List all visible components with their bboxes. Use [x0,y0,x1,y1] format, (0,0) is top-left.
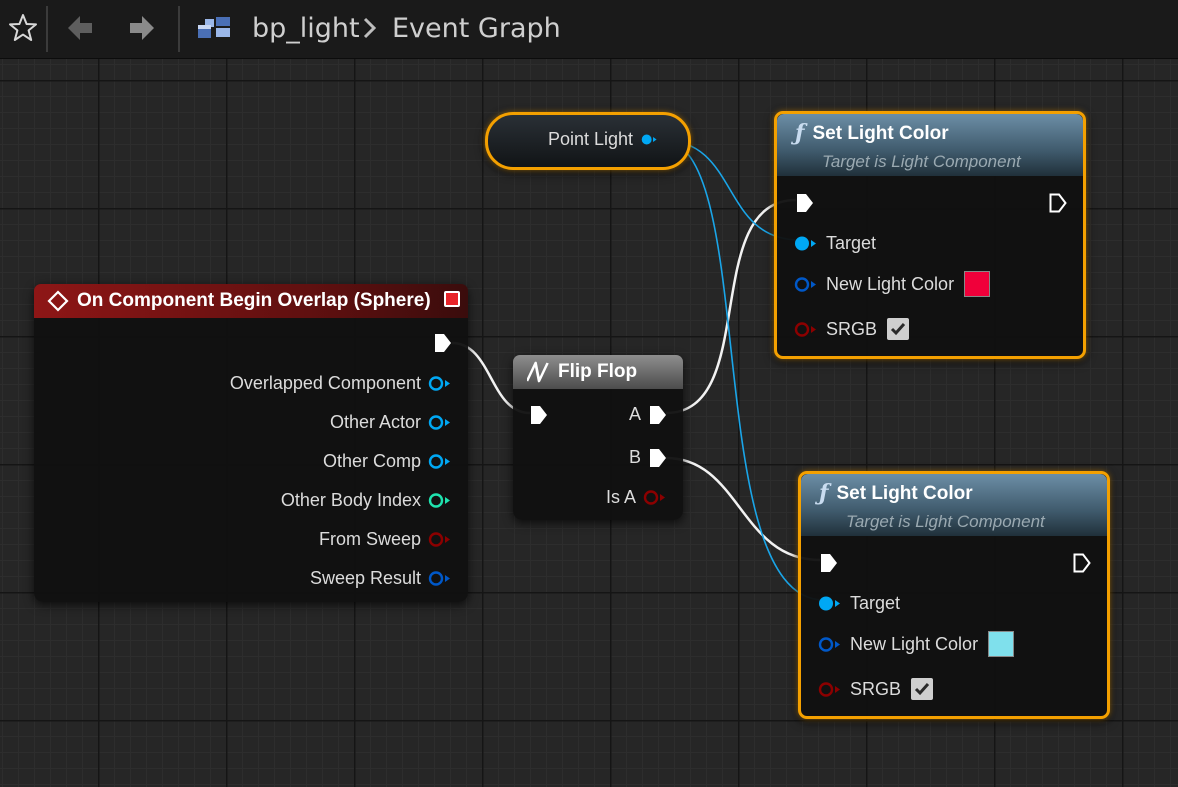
pin-srgb[interactable]: SRGB [794,318,910,340]
object-pin-icon[interactable] [428,453,452,470]
pin-target[interactable]: Target [794,233,876,254]
star-icon[interactable] [4,0,42,56]
flip-flop-node[interactable]: Flip Flop A B Is A [513,355,683,520]
object-pin-icon[interactable] [428,414,452,431]
breadcrumb-graph[interactable]: Event Graph [392,12,561,44]
exec-out-pin-icon[interactable] [649,448,667,468]
flip-flop-title: Flip Flop [558,361,638,382]
exec-in-pin-icon[interactable] [796,193,814,213]
exec-in-pin-icon[interactable] [820,553,838,573]
exec-out-pin-icon[interactable] [649,405,667,425]
event-diamond-icon [47,290,69,312]
pin-other-body-index[interactable]: Other Body Index [281,490,452,511]
exec-out-pin-icon[interactable] [1049,193,1067,213]
object-pin-icon[interactable] [428,375,452,392]
blueprint-icon [194,0,234,56]
set-light-color-node-2[interactable]: ƒ Set Light Color Target is Light Compon… [798,471,1110,719]
pin-b[interactable]: B [629,447,667,468]
function-icon: ƒ [795,120,805,146]
srgb-checkbox[interactable] [911,678,934,700]
set-light-color-1-title: Set Light Color [812,123,949,144]
pin-label: Is A [605,487,636,507]
pin-is-a[interactable]: Is A [606,487,667,508]
toolbar-divider [178,6,180,52]
set-light-color-2-title: Set Light Color [836,483,973,504]
pin-new-light-color[interactable]: New Light Color [794,271,991,297]
object-pin-icon[interactable] [641,131,658,148]
pin-label: Target [850,593,901,613]
exec-out-pin-icon[interactable] [1073,553,1091,573]
flipflop-icon [527,361,549,383]
pin-other-actor[interactable]: Other Actor [330,412,452,433]
set-light-color-2-header: ƒ Set Light Color [801,474,1107,536]
pin-label: Other Body Index [280,490,421,510]
pin-overlapped-component[interactable]: Overlapped Component [230,373,452,394]
point-light-pin-row: Point Light [548,129,658,150]
checkmark-icon [890,323,906,336]
bool-pin-icon[interactable] [643,489,667,506]
point-light-label: Point Light [548,129,634,149]
pin-from-sweep[interactable]: From Sweep [319,529,452,550]
pin-other-comp[interactable]: Other Comp [323,451,452,472]
forward-arrow-icon[interactable] [120,0,164,56]
pin-sweep-result[interactable]: Sweep Result [310,568,452,589]
object-pin-icon[interactable] [794,235,818,252]
flip-flop-header: Flip Flop [513,355,683,389]
back-arrow-icon[interactable] [58,0,102,56]
struct-pin-icon[interactable] [428,570,452,587]
set-light-color-1-header: ƒ Set Light Color [777,114,1083,176]
point-light-variable-node[interactable]: Point Light [485,112,691,170]
pin-label: New Light Color [826,273,955,294]
event-node-title: On Component Begin Overlap (Sphere) [77,290,431,311]
pin-target[interactable]: Target [818,593,900,614]
toolbar-divider [46,6,48,52]
pin-label: From Sweep [318,529,421,549]
delegate-icon[interactable] [444,291,460,307]
pin-label: New Light Color [850,633,979,654]
srgb-checkbox[interactable] [887,318,910,340]
pin-label: Other Actor [329,412,421,432]
pin-label: SRGB [850,678,902,699]
bool-pin-icon[interactable] [428,531,452,548]
color-swatch[interactable] [964,271,991,297]
color-swatch[interactable] [988,631,1015,657]
pin-label: A [628,404,641,424]
pin-srgb[interactable]: SRGB [818,678,934,700]
exec-wire [665,456,821,562]
pin-label: Overlapped Component [229,373,421,393]
pin-label: Sweep Result [309,568,421,588]
exec-out-pin-icon[interactable] [434,333,452,353]
checkmark-icon [914,683,930,696]
set-light-color-2-subtitle: Target is Light Component [846,512,1045,531]
struct-pin-icon[interactable] [818,636,842,653]
graph-toolbar: bp_light Event Graph [0,0,1178,59]
bool-pin-icon[interactable] [818,681,842,698]
exec-in-pin-icon[interactable] [530,405,548,425]
int-pin-icon[interactable] [428,492,452,509]
pin-label: B [628,447,641,467]
pin-new-light-color[interactable]: New Light Color [818,631,1015,657]
on-component-begin-overlap-node[interactable]: On Component Begin Overlap (Sphere) Over… [34,284,468,602]
set-light-color-1-subtitle: Target is Light Component [822,152,1021,171]
function-icon: ƒ [819,480,829,506]
pin-label: Other Comp [322,451,421,471]
bool-pin-icon[interactable] [794,321,818,338]
chevron-right-icon [362,10,378,46]
pin-label: Target [826,233,877,253]
object-pin-icon[interactable] [818,595,842,612]
breadcrumb-blueprint[interactable]: bp_light [252,12,360,44]
set-light-color-node-1[interactable]: ƒ Set Light Color Target is Light Compon… [774,111,1086,359]
pin-a[interactable]: A [629,404,667,425]
struct-pin-icon[interactable] [794,276,818,293]
event-node-header: On Component Begin Overlap (Sphere) [34,284,468,318]
pin-label: SRGB [826,318,878,339]
